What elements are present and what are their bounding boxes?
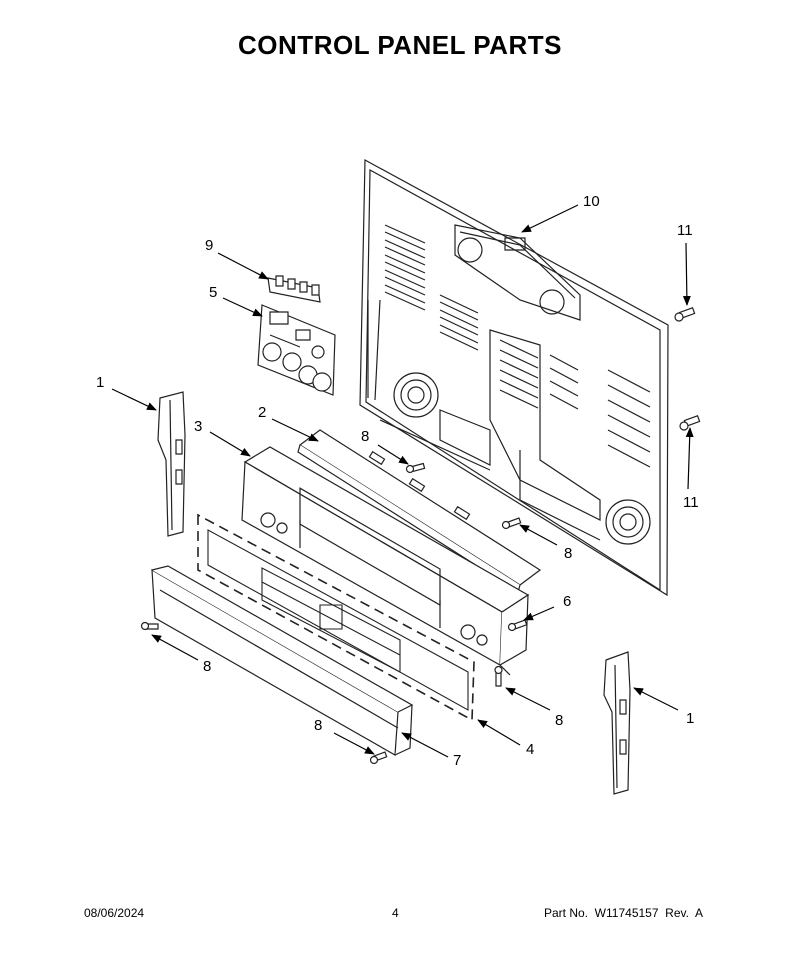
louvers-left bbox=[385, 225, 478, 350]
leader-9 bbox=[217, 252, 269, 280]
callout-5: 5 bbox=[209, 284, 217, 301]
leader-8-b bbox=[519, 524, 558, 546]
leader-8-c bbox=[505, 687, 551, 711]
leader-4 bbox=[477, 719, 521, 746]
callout-4: 4 bbox=[526, 741, 534, 758]
leader-2 bbox=[271, 418, 319, 442]
callout-8-b: 8 bbox=[564, 545, 572, 562]
leader-8-a bbox=[377, 444, 409, 465]
fan-grille-right bbox=[606, 500, 650, 544]
callout-2: 2 bbox=[258, 404, 266, 421]
screw-8-b-illustration bbox=[503, 518, 521, 528]
control-panel-bracket-illustration bbox=[360, 160, 668, 595]
leader-8-e bbox=[333, 732, 375, 755]
screw-11-upper-illustration bbox=[675, 308, 695, 321]
end-cap-right-illustration bbox=[604, 652, 630, 794]
callout-8-d: 8 bbox=[203, 658, 211, 675]
leader-1-left bbox=[111, 388, 157, 411]
top-trim-illustration bbox=[298, 430, 540, 592]
callout-8-a: 8 bbox=[361, 428, 369, 445]
footer-part-number: Part No. W11745157 Rev. A bbox=[544, 906, 703, 920]
display-window-illustration bbox=[208, 530, 468, 710]
circuit-board-illustration bbox=[258, 305, 335, 395]
page-title: CONTROL PANEL PARTS bbox=[238, 30, 562, 60]
leader-7 bbox=[401, 732, 449, 758]
leader-lines bbox=[111, 204, 694, 758]
leader-5 bbox=[222, 297, 263, 317]
leader-10 bbox=[521, 204, 579, 233]
callout-10: 10 bbox=[583, 193, 600, 210]
screw-8-a-illustration bbox=[407, 464, 425, 473]
callout-6: 6 bbox=[563, 593, 571, 610]
leader-3 bbox=[209, 431, 251, 457]
callout-9: 9 bbox=[205, 237, 213, 254]
screw-8-c-illustration bbox=[495, 667, 502, 687]
screw-6-illustration bbox=[509, 620, 527, 630]
screw-8-e-illustration bbox=[371, 752, 387, 763]
callout-3: 3 bbox=[194, 418, 202, 435]
callout-11-lower: 11 bbox=[683, 494, 699, 511]
footer-page-number: 4 bbox=[392, 906, 399, 920]
leader-1-right bbox=[633, 687, 679, 711]
end-cap-left-illustration bbox=[158, 392, 185, 536]
callout-11-upper: 11 bbox=[677, 222, 693, 239]
callout-1-right: 1 bbox=[686, 710, 694, 727]
control-glass-illustration bbox=[198, 515, 474, 720]
screw-11-lower-illustration bbox=[680, 416, 700, 430]
callout-8-e: 8 bbox=[314, 717, 322, 734]
louvers-right bbox=[500, 340, 650, 467]
leader-11-upper bbox=[682, 242, 691, 306]
callout-1-left: 1 bbox=[96, 374, 104, 391]
fan-grille-left bbox=[394, 373, 438, 417]
callout-labels: 10 11 9 5 1 2 3 8 11 8 6 8 8 1 8 7 4 bbox=[96, 193, 699, 769]
callout-8-c: 8 bbox=[555, 712, 563, 729]
callout-7: 7 bbox=[453, 752, 461, 769]
control-console-illustration bbox=[242, 447, 528, 675]
leader-11-lower bbox=[685, 427, 694, 490]
leader-8-d bbox=[151, 634, 199, 661]
footer-date: 08/06/2024 bbox=[84, 906, 145, 920]
front-panel-illustration bbox=[152, 566, 412, 755]
leader-6 bbox=[523, 606, 555, 621]
wire-connector-illustration bbox=[268, 276, 320, 302]
screw-8-d-illustration bbox=[142, 623, 159, 630]
